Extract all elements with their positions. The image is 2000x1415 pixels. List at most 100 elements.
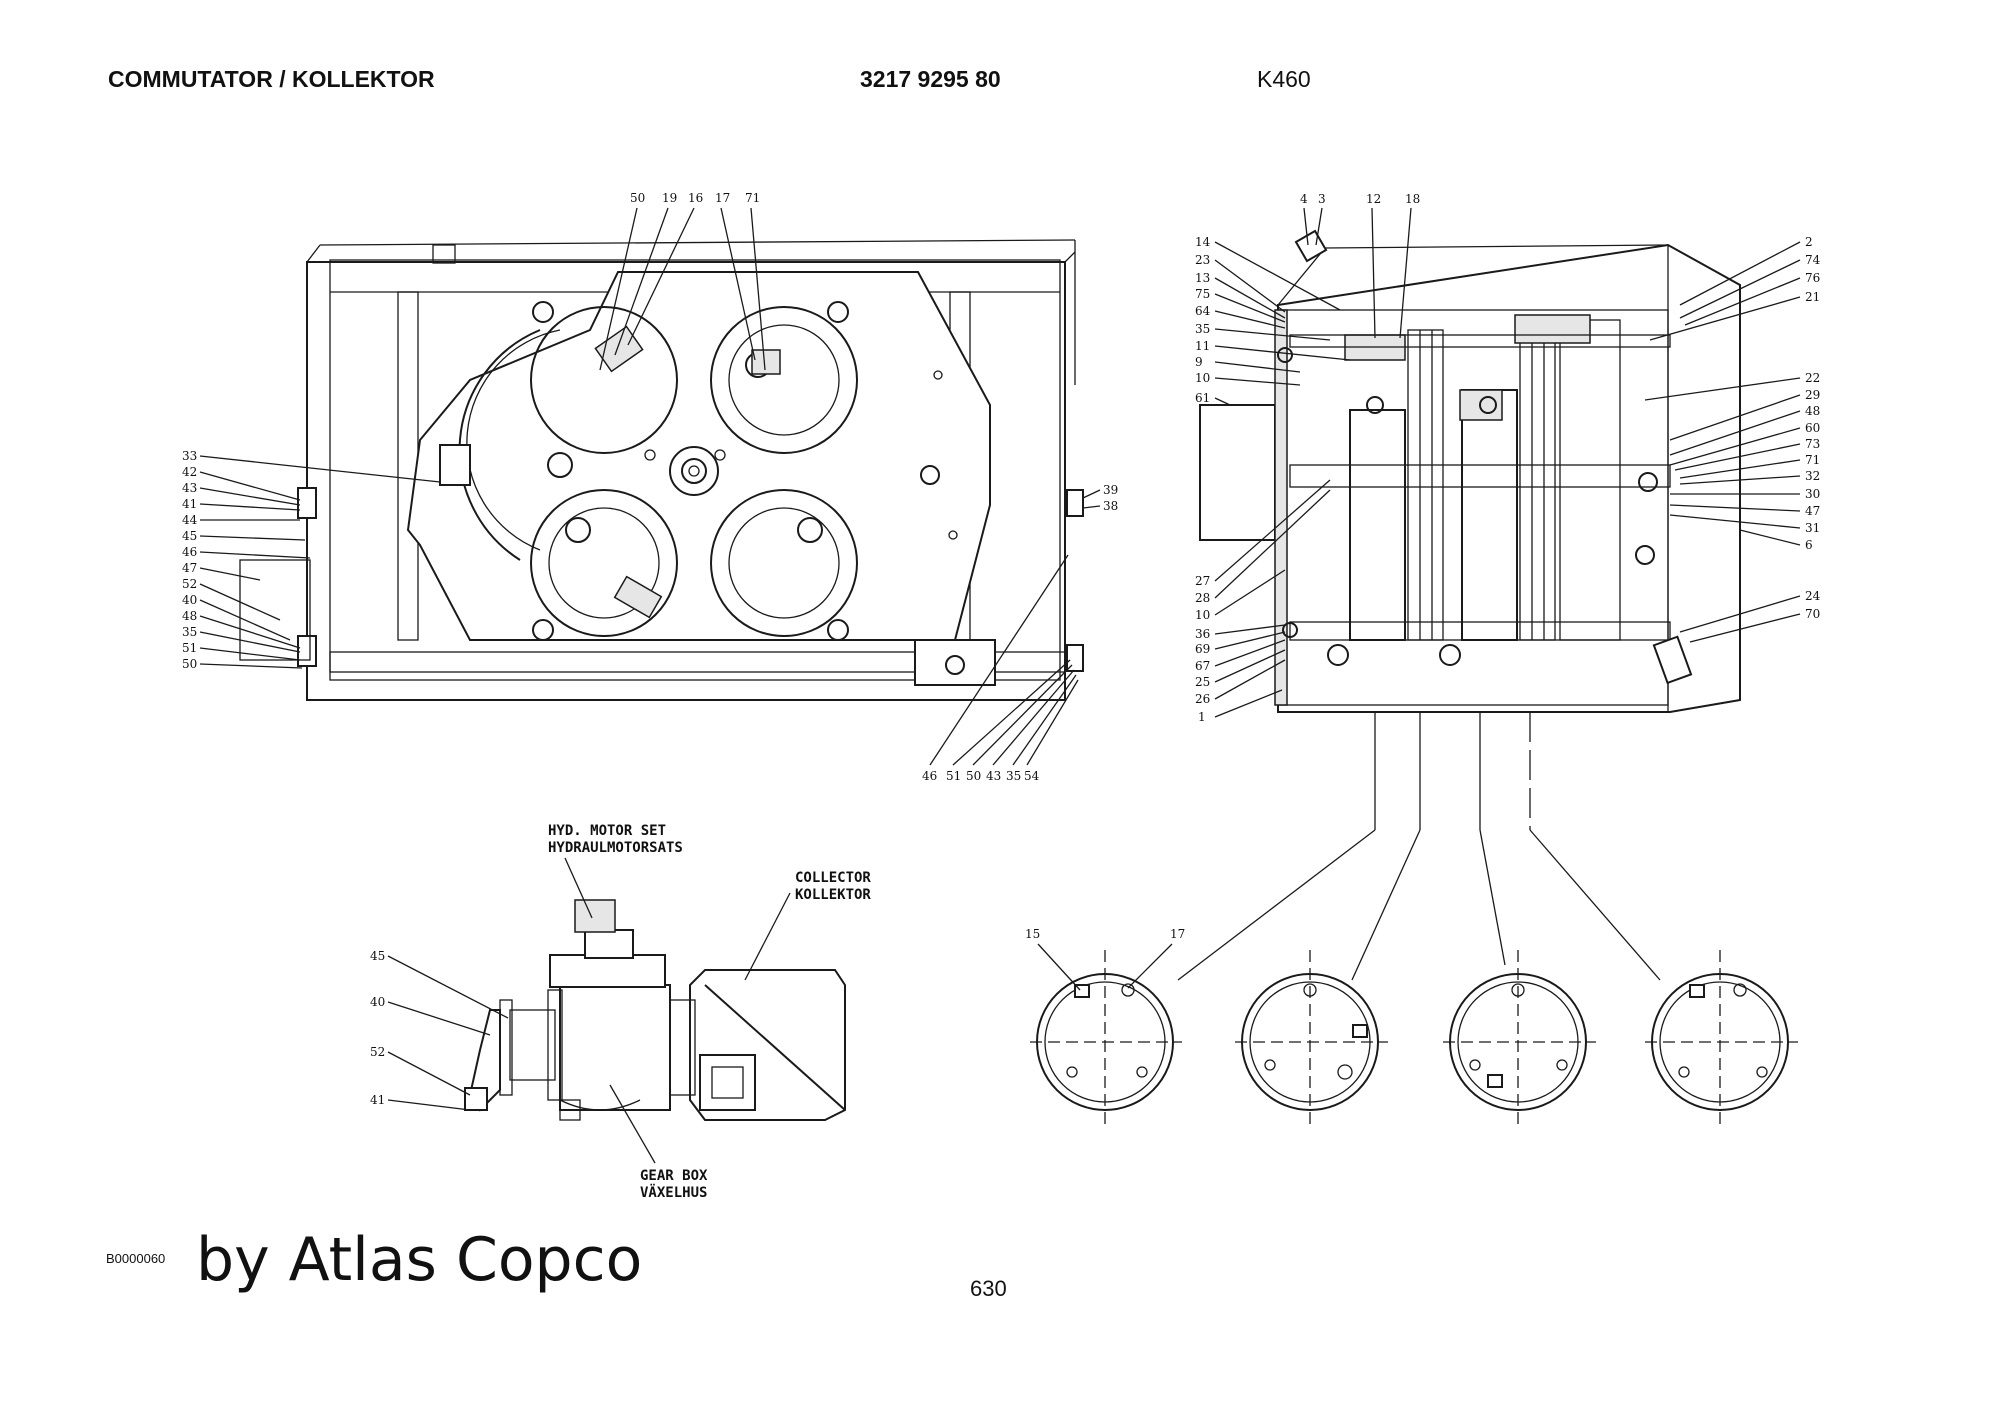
callout-label: 25 <box>1195 675 1210 689</box>
drawing-code: B0000060 <box>106 1251 166 1266</box>
collector-label: COLLECTOR <box>795 870 871 886</box>
callout-label: 46 <box>922 769 937 783</box>
callout-label: 13 <box>1195 271 1210 285</box>
callout-label: 76 <box>1805 271 1820 285</box>
ring-callouts: 15 17 <box>1025 927 1185 991</box>
callout-label: 70 <box>1805 607 1820 621</box>
callout-label: 54 <box>1024 769 1040 783</box>
callout-label: 73 <box>1805 437 1820 451</box>
gearbox-label-sv: VÄXELHUS <box>640 1184 707 1201</box>
front-view-left-callouts: 33 42 43 41 44 45 46 47 52 40 48 35 51 5… <box>182 449 441 671</box>
gearbox-label: GEAR BOX <box>640 1168 708 1184</box>
callout-label: 9 <box>1195 355 1203 369</box>
motor-captions: HYD. MOTOR SET HYDRAULMOTORSATS COLLECTO… <box>370 823 871 1201</box>
side-view-left-callouts: 14 23 13 75 64 35 11 9 10 61 27 28 10 36… <box>1195 235 1351 724</box>
brand-text: by Atlas Copco <box>196 1225 643 1295</box>
callout-label: 52 <box>370 1045 385 1059</box>
callout-label: 3 <box>1318 192 1326 206</box>
callout-label: 17 <box>715 191 730 205</box>
callout-label: 40 <box>182 593 197 607</box>
hyd-motor-label-sv: HYDRAULMOTORSATS <box>548 840 683 856</box>
callout-label: 16 <box>688 191 703 205</box>
model-code: K460 <box>1257 66 1311 92</box>
callout-label: 47 <box>182 561 197 575</box>
side-view <box>1199 229 1741 713</box>
callout-label: 46 <box>182 545 197 559</box>
callout-label: 60 <box>1805 421 1820 435</box>
callout-label: 35 <box>182 625 197 639</box>
callout-label: 32 <box>1805 469 1820 483</box>
callout-label: 50 <box>182 657 197 671</box>
slip-ring-3 <box>1443 950 1596 1125</box>
callout-label: 48 <box>182 609 197 623</box>
hyd-motor-label: HYD. MOTOR SET <box>548 823 666 839</box>
callout-label: 50 <box>966 769 981 783</box>
callout-label: 26 <box>1195 692 1210 706</box>
callout-label: 28 <box>1195 591 1210 605</box>
callout-label: 41 <box>370 1093 385 1107</box>
motor-assembly <box>464 899 846 1121</box>
callout-label: 64 <box>1195 304 1211 318</box>
callout-label: 41 <box>182 497 197 511</box>
callout-label: 6 <box>1805 538 1813 552</box>
callout-label: 33 <box>182 449 197 463</box>
callout-label: 40 <box>370 995 385 1009</box>
callout-label: 11 <box>1195 339 1210 353</box>
callout-label: 67 <box>1195 659 1210 673</box>
callout-label: 51 <box>182 641 197 655</box>
callout-label: 14 <box>1195 235 1211 249</box>
page-number: 630 <box>970 1276 1007 1301</box>
callout-label: 43 <box>986 769 1001 783</box>
callout-label: 18 <box>1405 192 1420 206</box>
callout-label: 35 <box>1006 769 1021 783</box>
callout-label: 21 <box>1805 290 1820 304</box>
callout-label: 23 <box>1195 253 1210 267</box>
callout-label: 4 <box>1300 192 1308 206</box>
slip-ring-2 <box>1235 950 1388 1125</box>
callout-label: 19 <box>662 191 677 205</box>
callout-label: 17 <box>1170 927 1185 941</box>
callout-label: 35 <box>1195 322 1210 336</box>
callout-label: 15 <box>1025 927 1040 941</box>
callout-label: 45 <box>370 949 385 963</box>
callout-label: 24 <box>1805 589 1821 603</box>
callout-label: 69 <box>1195 642 1210 656</box>
callout-label: 22 <box>1805 371 1820 385</box>
callout-label: 74 <box>1805 253 1821 267</box>
collector-label-sv: KOLLEKTOR <box>795 887 871 903</box>
callout-label: 27 <box>1195 574 1210 588</box>
callout-label: 39 <box>1103 483 1118 497</box>
callout-label: 71 <box>745 191 760 205</box>
callout-label: 43 <box>182 481 197 495</box>
callout-label: 52 <box>182 577 197 591</box>
front-view-top-callouts: 50 19 16 17 71 <box>599 191 766 371</box>
slip-ring-4 <box>1645 950 1798 1125</box>
callout-label: 61 <box>1195 391 1210 405</box>
front-view-right-callouts: 39 38 <box>1082 483 1118 513</box>
slip-ring-1 <box>1030 950 1182 1125</box>
part-number: 3217 9295 80 <box>860 66 1001 92</box>
callout-label: 45 <box>182 529 197 543</box>
callout-label: 36 <box>1195 627 1210 641</box>
callout-label: 42 <box>182 465 197 479</box>
front-view <box>239 239 1084 701</box>
callout-label: 2 <box>1805 235 1813 249</box>
front-view-bottom-callouts: 46 51 50 43 35 <box>922 554 1079 783</box>
ring-leader-lines <box>1177 712 1661 981</box>
side-view-top-callouts: 4 3 12 18 <box>1300 192 1420 339</box>
side-view-right-callouts: 2 74 76 21 22 29 48 60 73 71 32 30 47 31… <box>1644 235 1821 643</box>
callout-label: 51 <box>946 769 961 783</box>
callout-label: 10 <box>1195 608 1210 622</box>
callout-label: 44 <box>182 513 198 527</box>
callout-label: 10 <box>1195 371 1210 385</box>
callout-label: 71 <box>1805 453 1820 467</box>
callout-label: 30 <box>1805 487 1820 501</box>
document-title: COMMUTATOR / KOLLEKTOR <box>108 66 435 92</box>
callout-label: 29 <box>1805 388 1820 402</box>
callout-label: 38 <box>1103 499 1118 513</box>
callout-label: 47 <box>1805 504 1820 518</box>
callout-label: 12 <box>1366 192 1381 206</box>
callout-label: 31 <box>1805 521 1820 535</box>
callout-label: 50 <box>630 191 645 205</box>
callout-label: 75 <box>1195 287 1210 301</box>
